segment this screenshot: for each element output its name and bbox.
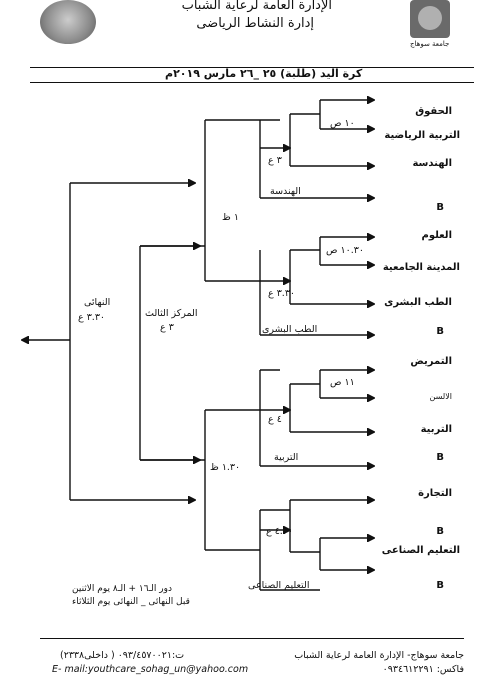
footer-email: E- mail:youthcare_sohag_un@yahoo.com bbox=[52, 664, 249, 675]
r2-d-time: ٤.٣٠ ع bbox=[266, 526, 294, 537]
footer-rule bbox=[40, 638, 464, 639]
team-14: B bbox=[436, 526, 444, 537]
team-9: التمريض bbox=[410, 356, 452, 367]
team-10: الالسن bbox=[429, 392, 452, 401]
team-7: الطب البشرى bbox=[384, 297, 452, 308]
team-11: التربية bbox=[420, 424, 452, 435]
r2-top-winner: الهندسة bbox=[270, 186, 301, 197]
schedule-note-1: دور الـ١٦ + الـ٨ يوم الاثنين bbox=[72, 584, 172, 594]
header-line-1: الإدارة العامة لرعاية الشباب bbox=[181, 0, 332, 13]
header-logo-left bbox=[40, 0, 96, 44]
r2-b-winner: الطب البشرى bbox=[262, 324, 318, 335]
team-8: B bbox=[436, 326, 444, 337]
university-name: جامعة سوهاج bbox=[410, 40, 450, 48]
r2-d-winner: التعليم الصناعى bbox=[248, 580, 310, 591]
header-logo-right bbox=[410, 0, 450, 38]
page-title: كرة اليد (طلبة) ٢٥ _٢٦ مارس ٢٠١٩م bbox=[165, 67, 363, 80]
third-place-label: المركز الثالث bbox=[145, 308, 198, 319]
semi-bottom-time: ١.٣٠ ظ bbox=[210, 462, 241, 473]
team-12: B bbox=[436, 452, 444, 463]
final-time: ٣.٣٠ ع bbox=[78, 312, 106, 323]
team-6: المدينة الجامعية bbox=[382, 262, 460, 273]
team-3: الهندسة bbox=[412, 158, 452, 169]
team-2: التربية الرياضية bbox=[384, 130, 460, 141]
team-15: التعليم الصناعى bbox=[381, 545, 460, 556]
r2-top-time: ٣ ع bbox=[268, 155, 282, 166]
team-16: B bbox=[436, 580, 444, 591]
third-place-time: ٣ ع bbox=[160, 322, 174, 333]
footer-right-1: جامعة سوهاج- الإدارة العامة لرعاية الشبا… bbox=[294, 650, 464, 661]
team-5: العلوم bbox=[421, 230, 452, 241]
team-1: الحقوق bbox=[415, 106, 452, 117]
team-13: التجارة bbox=[418, 488, 452, 499]
footer-left-1: ت:٠٩٣/٤٥٧٠٠٢١ ( داخلى٢٣٣٨) bbox=[60, 650, 185, 661]
final-label: النهائى bbox=[84, 297, 111, 308]
match-3-time: ١١ ص bbox=[330, 377, 355, 388]
header-line-2: إدارة النشاط الرياضى bbox=[196, 16, 314, 31]
footer-right-2: فاكس: ٠٩٣٤٦١٢٢٩١ bbox=[382, 664, 464, 675]
match-1-time: ١٠ ص bbox=[330, 118, 355, 129]
r2-b-time: ٣.٣٠ ع bbox=[268, 288, 296, 299]
semi-top-time: ١ ظ bbox=[222, 212, 239, 223]
r2-c-winner: التربية bbox=[274, 452, 299, 463]
team-4: B bbox=[436, 202, 444, 213]
match-2-time: ١٠.٣٠ ص bbox=[326, 245, 364, 256]
schedule-note-2: قبل النهائى _ النهائى يوم الثلاثاء bbox=[72, 597, 190, 607]
title-band bbox=[30, 67, 474, 83]
r2-c-time: ٤ ع bbox=[268, 414, 282, 425]
